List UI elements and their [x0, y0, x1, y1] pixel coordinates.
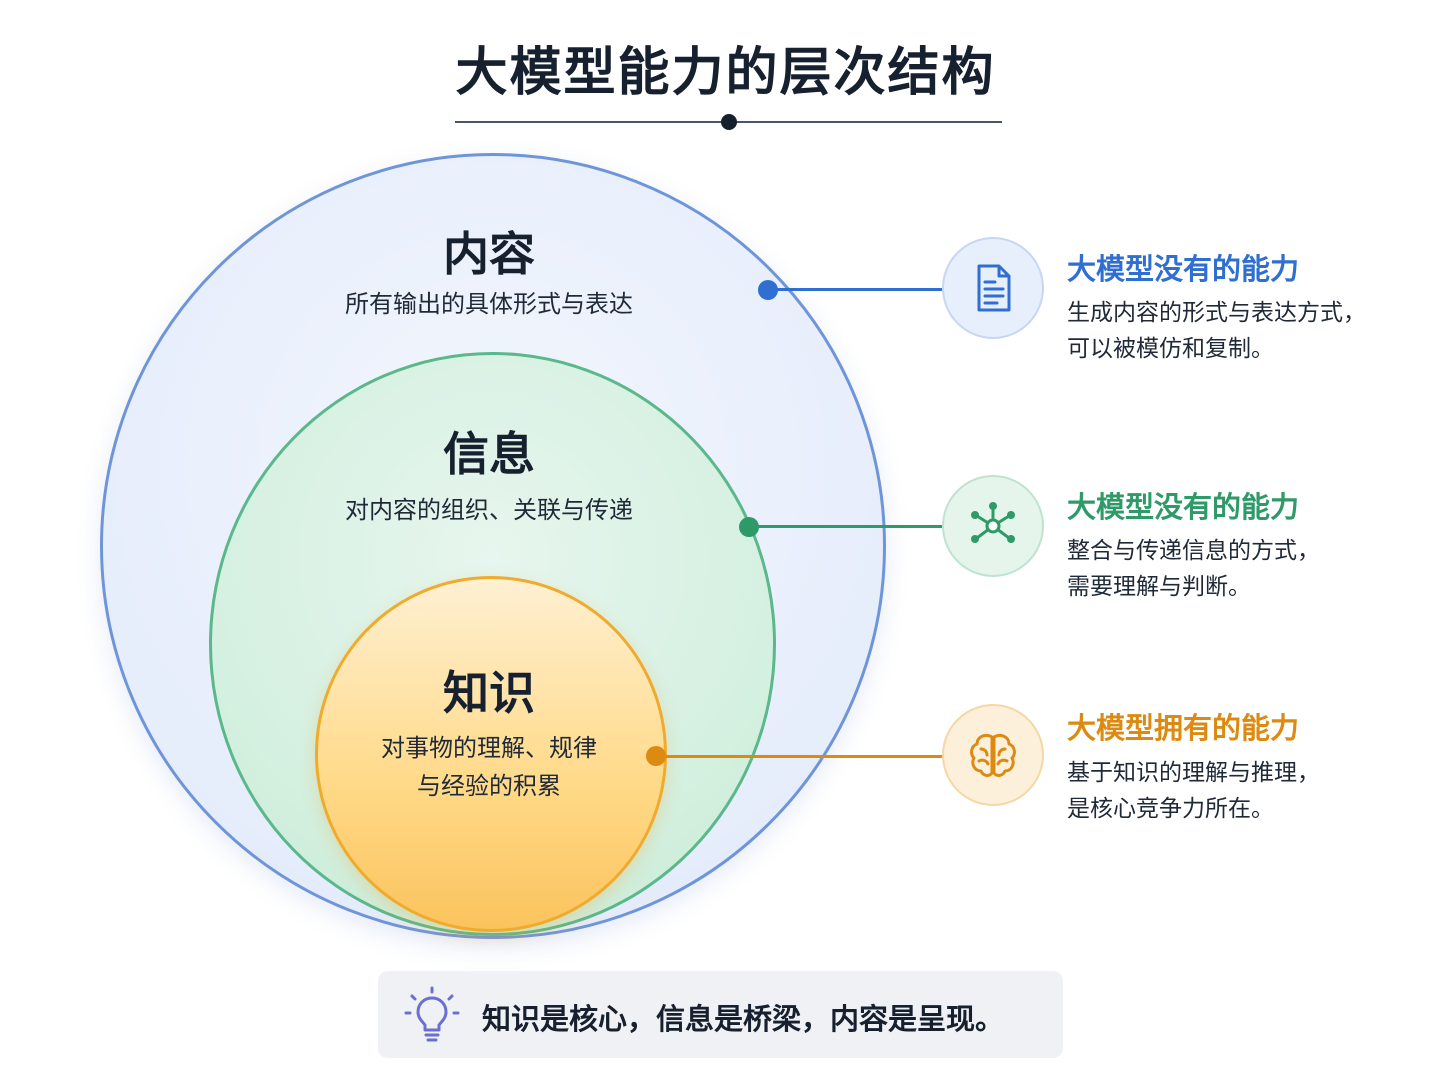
information-connector-line — [749, 525, 942, 528]
information-callout-line1: 整合与传递信息的方式， — [1067, 538, 1320, 564]
content-connector-line — [768, 288, 942, 291]
page-title: 大模型能力的层次结构 — [455, 43, 996, 103]
knowledge-layer-description-line1: 对事物的理解、规律 — [381, 734, 597, 762]
information-callout-icon-circle — [942, 475, 1044, 577]
knowledge-callout-icon-circle — [942, 704, 1044, 806]
knowledge-callout-line2: 是核心竞争力所在。 — [1067, 796, 1274, 822]
content-callout-heading: 大模型没有的能力 — [1067, 252, 1300, 286]
information-callout-heading: 大模型没有的能力 — [1067, 490, 1300, 524]
content-connector-dot — [758, 280, 778, 300]
knowledge-layer-description-line2: 与经验的积累 — [417, 772, 561, 800]
knowledge-callout-line1: 基于知识的理解与推理， — [1067, 760, 1320, 786]
title-divider-dot — [721, 114, 737, 130]
network-icon — [971, 502, 1015, 543]
information-layer-description: 对内容的组织、关联与传递 — [345, 496, 633, 524]
content-layer-description: 所有输出的具体形式与表达 — [345, 290, 633, 318]
knowledge-callout-heading: 大模型拥有的能力 — [1067, 711, 1300, 745]
summary-text: 知识是核心，信息是桥梁，内容是呈现。 — [482, 1002, 1005, 1036]
knowledge-layer-title: 知识 — [443, 666, 535, 720]
content-callout-line1: 生成内容的形式与表达方式， — [1067, 300, 1366, 326]
knowledge-connector-dot — [646, 746, 666, 766]
lightbulb-icon — [404, 986, 460, 1042]
content-layer-title: 内容 — [443, 227, 535, 281]
information-connector-dot — [739, 517, 759, 537]
summary-banner — [378, 971, 1063, 1058]
information-layer-title: 信息 — [443, 427, 535, 481]
content-callout-icon-circle — [942, 237, 1044, 339]
information-callout-line2: 需要理解与判断。 — [1067, 574, 1251, 600]
content-callout-line2: 可以被模仿和复制。 — [1067, 336, 1274, 362]
knowledge-connector-line — [656, 755, 942, 758]
brain-icon — [970, 733, 1016, 777]
document-icon — [977, 264, 1011, 312]
